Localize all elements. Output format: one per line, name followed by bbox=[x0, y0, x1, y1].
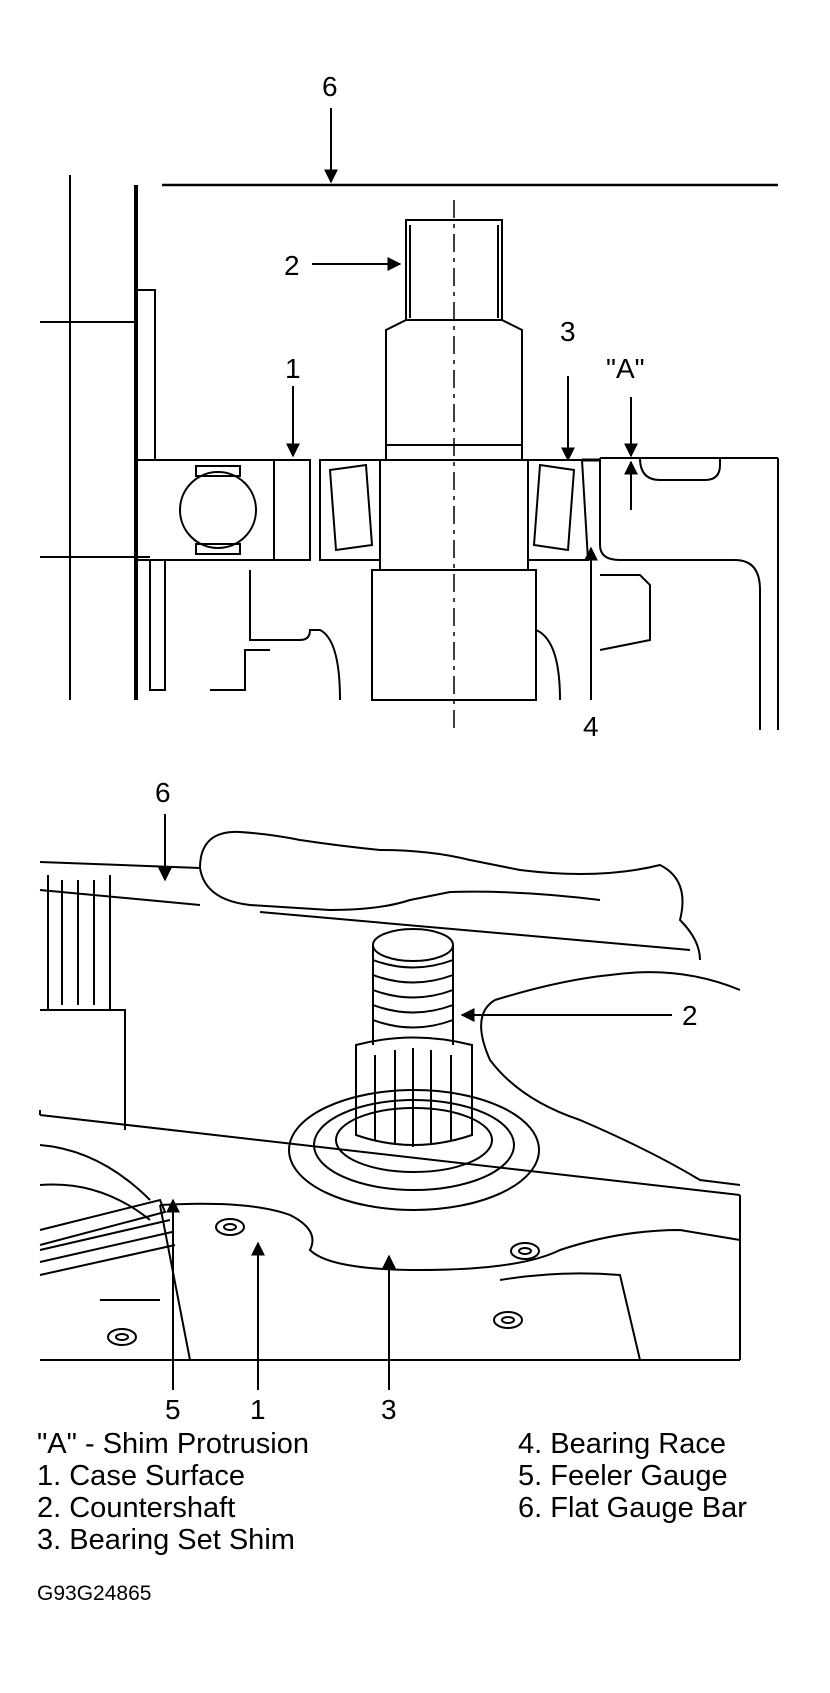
label-a: "A" bbox=[606, 353, 645, 384]
label-3-top: 3 bbox=[560, 316, 576, 347]
label-2-top: 2 bbox=[284, 250, 300, 281]
label-3-bottom: 3 bbox=[381, 1394, 397, 1425]
legend-left: "A" - Shim Protrusion 1. Case Surface 2.… bbox=[37, 1428, 309, 1556]
legend-item-bearing-set-shim: 3. Bearing Set Shim bbox=[37, 1524, 295, 1556]
bearing-shim-rings bbox=[288, 1089, 540, 1211]
sectional-view bbox=[40, 108, 779, 730]
legend-item-countershaft: 2. Countershaft bbox=[37, 1492, 236, 1524]
label-2-bottom: 2 bbox=[682, 1000, 698, 1031]
legend-item-shim-protrusion: "A" - Shim Protrusion bbox=[37, 1428, 310, 1460]
countershaft-section bbox=[371, 200, 537, 730]
countershaft-stub bbox=[355, 928, 473, 1147]
legend-right: 4. Bearing Race 5. Feeler Gauge 6. Flat … bbox=[518, 1428, 747, 1524]
lower-webs bbox=[149, 560, 561, 701]
label-6-bottom: 6 bbox=[155, 777, 171, 808]
label-1-top: 1 bbox=[285, 353, 301, 384]
mainshaft-left bbox=[39, 875, 151, 1221]
gauge-bar-and-hand bbox=[39, 830, 741, 1196]
bottom-callout-labels: 6 2 5 1 3 bbox=[155, 777, 698, 1425]
legend-item-feeler-gauge: 5. Feeler Gauge bbox=[518, 1460, 728, 1492]
label-6-top: 6 bbox=[322, 71, 338, 102]
case-surface bbox=[40, 1195, 741, 1361]
right-housing bbox=[599, 457, 779, 730]
legend-item-case-surface: 1. Case Surface bbox=[37, 1460, 245, 1492]
perspective-view bbox=[39, 814, 741, 1390]
legend-item-flat-gauge-bar: 6. Flat Gauge Bar bbox=[518, 1492, 747, 1524]
left-bearing bbox=[135, 459, 381, 561]
label-1-bottom: 1 bbox=[250, 1394, 266, 1425]
legend-item-bearing-race: 4. Bearing Race bbox=[518, 1428, 726, 1460]
figure-id: G93G24865 bbox=[37, 1582, 152, 1605]
feeler-gauge-blades bbox=[39, 1198, 176, 1276]
top-callout-labels: 6 2 1 3 "A" 4 bbox=[284, 71, 645, 742]
label-4-top: 4 bbox=[583, 711, 599, 742]
label-5-bottom: 5 bbox=[165, 1394, 181, 1425]
right-bearing bbox=[527, 458, 600, 561]
